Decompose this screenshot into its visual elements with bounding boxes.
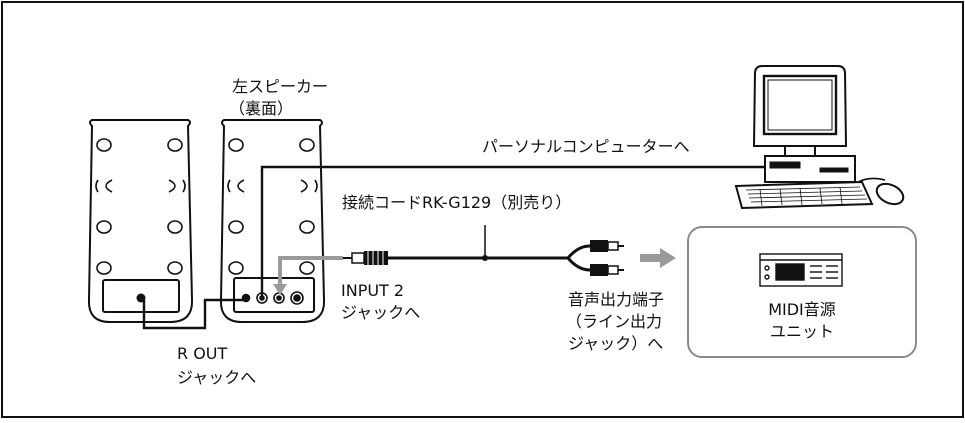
audio-out-label-line1: 音声出力端子: [568, 290, 665, 309]
to-pc-label: パーソナルコンピューターへ: [482, 137, 690, 156]
midi-unit-device: [759, 253, 843, 287]
left-speaker-jacks: [241, 291, 304, 305]
midi-arrow-head: [660, 248, 676, 268]
midi-arrow-shaft: [640, 254, 660, 262]
input2-arrowhead: [273, 284, 287, 295]
right-speaker: [87, 119, 194, 323]
rout-label-line2: ジャックへ: [177, 368, 257, 387]
input2-label-line2: ジャックへ: [341, 303, 421, 322]
midi-unit-box: [687, 226, 917, 358]
left-speaker-subtitle: （裏面）: [229, 99, 294, 118]
audio-out-label-line3: ジャック）へ: [568, 334, 664, 353]
input2-label-line1: INPUT 2: [341, 281, 405, 300]
audio-out-label-line2: （ライン出力: [566, 312, 663, 331]
pc-cable: [260, 165, 770, 296]
midi-unit-label-line2: ユニット: [769, 322, 834, 341]
input2-arrow: [278, 256, 343, 292]
connection-cord: [343, 225, 624, 276]
r-out-cable: [142, 298, 246, 330]
left-speaker-title: 左スピーカー: [232, 77, 329, 96]
rout-label-line1: R OUT: [177, 344, 228, 363]
cord-label: 接続コードRK-G129（別売り）: [342, 193, 572, 212]
midi-unit-label-line1: MIDI音源: [768, 300, 836, 319]
left-speaker-rear: [219, 119, 326, 323]
personal-computer: [734, 65, 905, 210]
